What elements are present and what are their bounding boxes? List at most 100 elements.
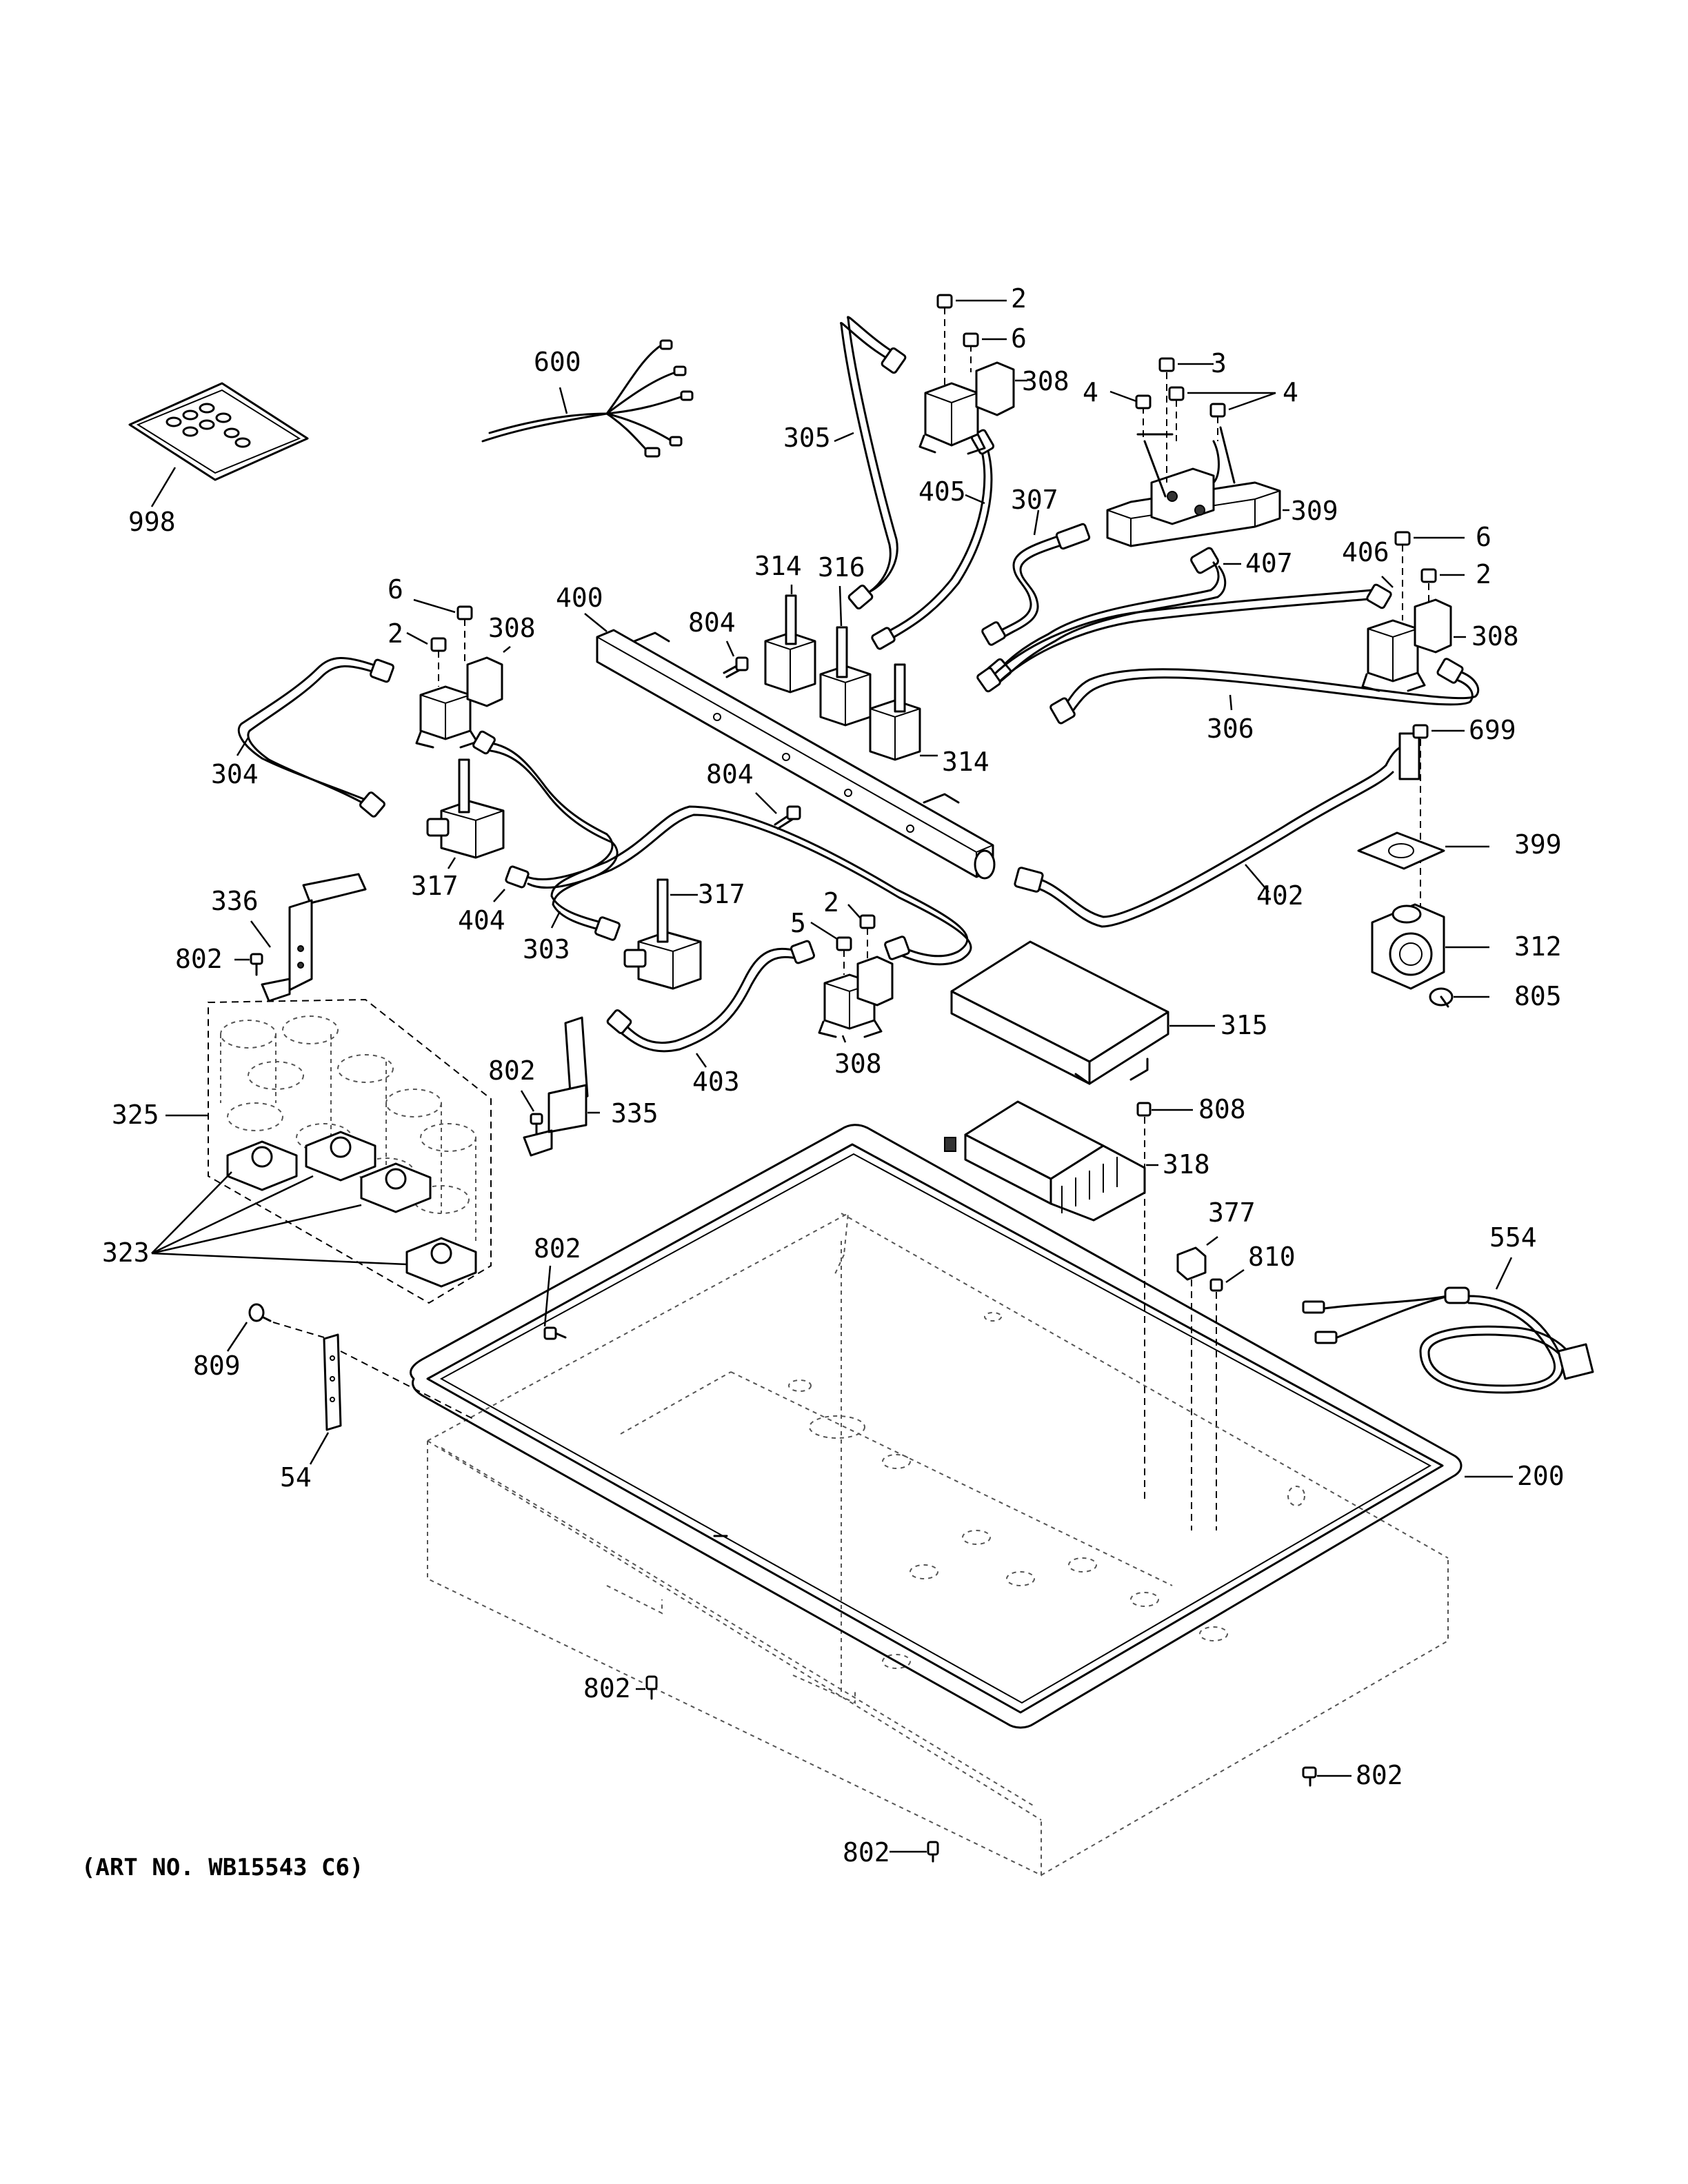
part-303-tube: [550, 805, 972, 966]
part-808-screw: [1136, 1102, 1193, 1503]
c-802-f: 802: [843, 1837, 890, 1868]
part-308-valve-right: [1361, 531, 1466, 692]
c-305: 305: [783, 423, 831, 453]
c-802-b: 802: [488, 1055, 536, 1086]
part-802-screw-e: [1302, 1766, 1352, 1787]
part-307-tube: [981, 509, 1091, 646]
c-200: 200: [1517, 1461, 1565, 1491]
part-810-screw: [1209, 1268, 1245, 1530]
part-998-orifice-kit: [128, 382, 309, 507]
c-335: 335: [611, 1098, 659, 1129]
c-802-a: 802: [175, 944, 223, 974]
part-377-clip: [1176, 1236, 1218, 1530]
part-405-tube: [871, 429, 995, 650]
c-4-a: 4: [1083, 377, 1098, 407]
c-377: 377: [1208, 1197, 1256, 1228]
part-318-ignition-module: [944, 1100, 1158, 1222]
c-3: 3: [1211, 348, 1227, 378]
c-323: 323: [102, 1237, 150, 1268]
part-802-screw-f: [890, 1841, 939, 1863]
c-403: 403: [692, 1066, 740, 1097]
part-314-valve-b: [869, 663, 938, 761]
c-316: 316: [818, 552, 865, 583]
part-314-valve-a: [764, 585, 816, 694]
part-404-tube: [472, 730, 619, 902]
part-315-shield: [950, 940, 1215, 1085]
c-407: 407: [1245, 548, 1293, 578]
c-808: 808: [1198, 1094, 1246, 1124]
c-5: 5: [790, 908, 806, 938]
c-554: 554: [1489, 1222, 1537, 1253]
c-802-c: 802: [534, 1233, 581, 1264]
part-317-valve-b: [623, 878, 702, 990]
c-405: 405: [918, 476, 966, 507]
part-804-screw-b: [755, 792, 801, 830]
c-2-c: 2: [388, 618, 403, 649]
c-309: 309: [1291, 496, 1338, 526]
c-308-c: 308: [1471, 621, 1519, 651]
part-400-manifold: [584, 613, 996, 880]
c-317-a: 317: [411, 871, 459, 901]
c-312: 312: [1514, 931, 1562, 962]
part-802-screw-a: [234, 953, 263, 976]
part-316-valve: [819, 585, 872, 727]
part-600-wire-harness: [481, 339, 694, 458]
c-399: 399: [1514, 829, 1562, 860]
c-318: 318: [1163, 1149, 1210, 1180]
c-325: 325: [112, 1100, 159, 1130]
part-804-screw-a: [723, 640, 749, 678]
part-200-burner-box: [410, 1124, 1513, 1877]
c-998: 998: [128, 507, 176, 537]
c-314-b: 314: [942, 747, 989, 777]
part-306-tube: [1049, 658, 1480, 725]
part-402-tube: [1014, 732, 1420, 928]
c-404: 404: [458, 905, 505, 936]
c-600: 600: [534, 347, 581, 377]
part-317-valve-a: [426, 758, 505, 869]
c-4-b: 4: [1283, 377, 1298, 407]
part-54-bracket: [309, 1333, 476, 1465]
part-406-tube: [976, 576, 1394, 693]
part-805-screw: [1429, 987, 1489, 1008]
c-802-e: 802: [1356, 1760, 1403, 1790]
art-number-label: (ART NO. WB15543 C6): [81, 1854, 363, 1881]
callout-labels: 2 6 308 3 4 4 600 305 405 307 309 998 6 …: [102, 283, 1565, 1868]
c-6-c: 6: [388, 574, 403, 605]
c-804-b: 804: [706, 759, 754, 789]
part-403-tube: [606, 940, 815, 1068]
c-805: 805: [1514, 981, 1562, 1011]
part-336-bracket: [250, 873, 367, 1002]
c-810: 810: [1248, 1242, 1296, 1272]
part-312-regulator: [1371, 903, 1489, 990]
c-317-b: 317: [698, 879, 745, 909]
c-308-a: 308: [1022, 366, 1069, 396]
c-303: 303: [523, 934, 570, 964]
c-314-a: 314: [754, 551, 802, 581]
part-308-valve-top: [918, 294, 1027, 455]
part-802-screw-b: [520, 1090, 543, 1135]
c-6-b: 6: [1476, 522, 1491, 552]
part-802-screw-c: [543, 1265, 567, 1340]
c-2-d: 2: [823, 887, 839, 918]
part-323-switches: [151, 1131, 477, 1288]
c-308-b: 308: [488, 613, 536, 643]
c-809: 809: [193, 1351, 241, 1381]
part-335-bracket: [523, 1016, 600, 1157]
c-336: 336: [211, 886, 259, 916]
part-305-tube: [834, 316, 907, 610]
c-699: 699: [1469, 715, 1516, 745]
part-802-screw-d: [636, 1675, 658, 1700]
c-308-d: 308: [834, 1049, 882, 1079]
part-304-tube: [236, 657, 394, 818]
part-325-knob-kit: [165, 998, 492, 1304]
c-802-d: 802: [583, 1673, 631, 1703]
c-406: 406: [1342, 537, 1389, 567]
c-402: 402: [1256, 880, 1304, 911]
part-308-valve-lower: [810, 904, 894, 1043]
part-309-valve-manifold: [1106, 357, 1289, 547]
c-2-a: 2: [1011, 283, 1027, 314]
c-804-a: 804: [688, 607, 736, 638]
c-304: 304: [211, 759, 259, 789]
part-699-screw: [1412, 724, 1465, 917]
